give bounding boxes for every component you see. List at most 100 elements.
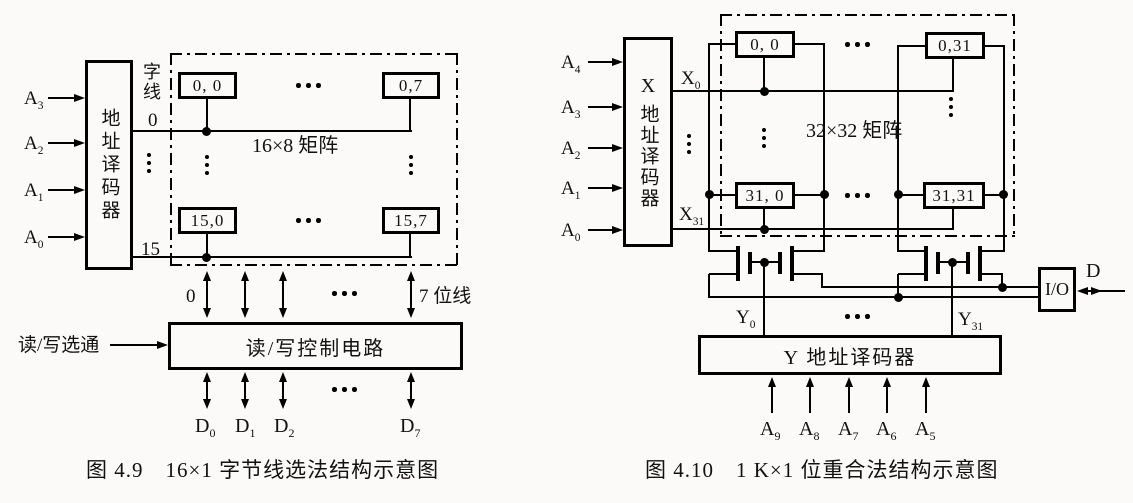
y-input-label-a5: A5 <box>915 418 936 443</box>
y-decoder-box: Y 地址译码器 <box>698 335 1002 375</box>
y-input-arrow-a6 <box>883 377 891 413</box>
v-ellipsis <box>205 155 209 159</box>
bit-line-arrow-7 <box>407 271 415 318</box>
fet-gate <box>748 252 752 274</box>
junction-dot <box>202 253 211 262</box>
matrix-border-top <box>170 53 458 55</box>
matrix-border-top <box>720 14 1015 16</box>
v-ellipsis <box>687 134 691 138</box>
junction-dot <box>894 190 903 199</box>
bit-column-0-left <box>708 44 710 252</box>
cell-0-31-stub <box>952 58 954 92</box>
junction-dot <box>760 225 769 234</box>
fet-gate <box>936 252 940 274</box>
input-label-a1: A1 <box>24 180 44 204</box>
bit-line-arrow-0 <box>203 271 211 318</box>
x0-label: X0 <box>681 68 701 92</box>
bit-line-arrow-2 <box>279 271 287 318</box>
y-decoder-label: Y 地址译码器 <box>783 346 917 369</box>
row-0-label: 0 <box>148 110 158 131</box>
word-line-15 <box>133 256 412 258</box>
cell-0-0: 0, 0 <box>178 72 237 99</box>
cell-lead <box>795 43 825 45</box>
matrix-border-left <box>170 53 172 266</box>
input-arrow-a0 <box>588 226 623 234</box>
cell-15-0-stub <box>206 234 208 258</box>
word-line-0-corner <box>409 99 411 132</box>
d-arrowhead-right <box>1091 287 1102 295</box>
y-input-arrow-a5 <box>922 377 930 413</box>
input-arrow-a1 <box>588 184 623 192</box>
fet-gate <box>966 252 970 274</box>
rw-control-box: 读/写控制电路 <box>168 322 463 370</box>
h-ellipsis <box>296 83 301 88</box>
cell-0-0: 0, 0 <box>735 31 795 58</box>
cell-lead <box>795 194 825 196</box>
input-arrow-a0 <box>48 233 85 241</box>
junction-dot <box>705 190 714 199</box>
input-arrow-a3 <box>48 94 85 102</box>
matrix-border-right <box>456 53 458 266</box>
y31-line <box>951 262 953 335</box>
h-ellipsis <box>296 218 301 223</box>
y-input-arrow-a7 <box>845 377 853 413</box>
data-arrow-d0 <box>203 372 211 409</box>
input-arrow-a2 <box>48 139 85 147</box>
fet-lead <box>794 250 825 252</box>
input-label-a0: A0 <box>24 227 44 251</box>
d-label: D <box>1086 260 1101 282</box>
junction-dot <box>202 127 211 136</box>
data-rail-lower <box>708 296 1038 298</box>
y0-line <box>763 262 765 335</box>
fet-lead <box>821 274 823 288</box>
bit-column-31-right <box>1003 46 1005 252</box>
bit-line-0-label: 0 <box>186 286 196 307</box>
input-label-a2: A2 <box>24 133 44 157</box>
y31-label: Y31 <box>958 309 984 333</box>
data-arrow-d2 <box>279 372 287 409</box>
input-label-a2: A2 <box>561 138 581 162</box>
cell-0-31: 0,31 <box>925 32 985 59</box>
cell-lead <box>897 45 925 47</box>
bit-line-7-label: 7 位线 <box>419 286 472 307</box>
data-arrow-d7 <box>407 372 415 409</box>
fet-lead <box>708 274 710 298</box>
cell-15-7: 15,7 <box>382 207 440 234</box>
io-label: I/O <box>1045 279 1069 299</box>
cell-lead <box>708 43 735 45</box>
data-label-d7: D7 <box>400 415 421 440</box>
fet-channel <box>790 246 794 281</box>
bit-line-arrow-1 <box>241 271 249 318</box>
input-label-a3: A3 <box>561 97 581 121</box>
fet-channel <box>736 246 740 281</box>
cell-0-7: 0,7 <box>382 72 440 99</box>
v-ellipsis <box>409 155 413 159</box>
v-ellipsis <box>147 153 151 157</box>
d-arrowhead-left <box>1077 287 1088 295</box>
y-input-arrow-a9 <box>768 377 776 413</box>
y-input-label-a7: A7 <box>838 418 859 443</box>
cell-lead <box>708 194 735 196</box>
fet-lead <box>982 250 1005 252</box>
row-15-label: 15 <box>141 239 160 260</box>
bit-column-31-left <box>897 46 899 252</box>
cell-15-0: 15,0 <box>178 207 237 234</box>
x31-label: X31 <box>679 204 705 228</box>
input-arrow-a2 <box>588 144 623 152</box>
fet-channel <box>978 246 982 281</box>
fet-channel <box>924 246 928 281</box>
fet-lead <box>897 250 924 252</box>
x0-row-line <box>673 90 954 92</box>
matrix-border-bottom <box>720 235 1015 237</box>
cell-31-31: 31,31 <box>923 182 985 209</box>
rw-control-label: 读/写控制电路 <box>245 337 386 360</box>
bit-column-0-right <box>823 44 825 252</box>
junction-dot <box>999 190 1008 199</box>
data-label-d0: D0 <box>195 415 216 440</box>
word-line-label: 字线 <box>141 62 161 102</box>
address-decoder-box: 地址译码器 <box>85 60 133 270</box>
v-ellipsis <box>762 128 766 132</box>
